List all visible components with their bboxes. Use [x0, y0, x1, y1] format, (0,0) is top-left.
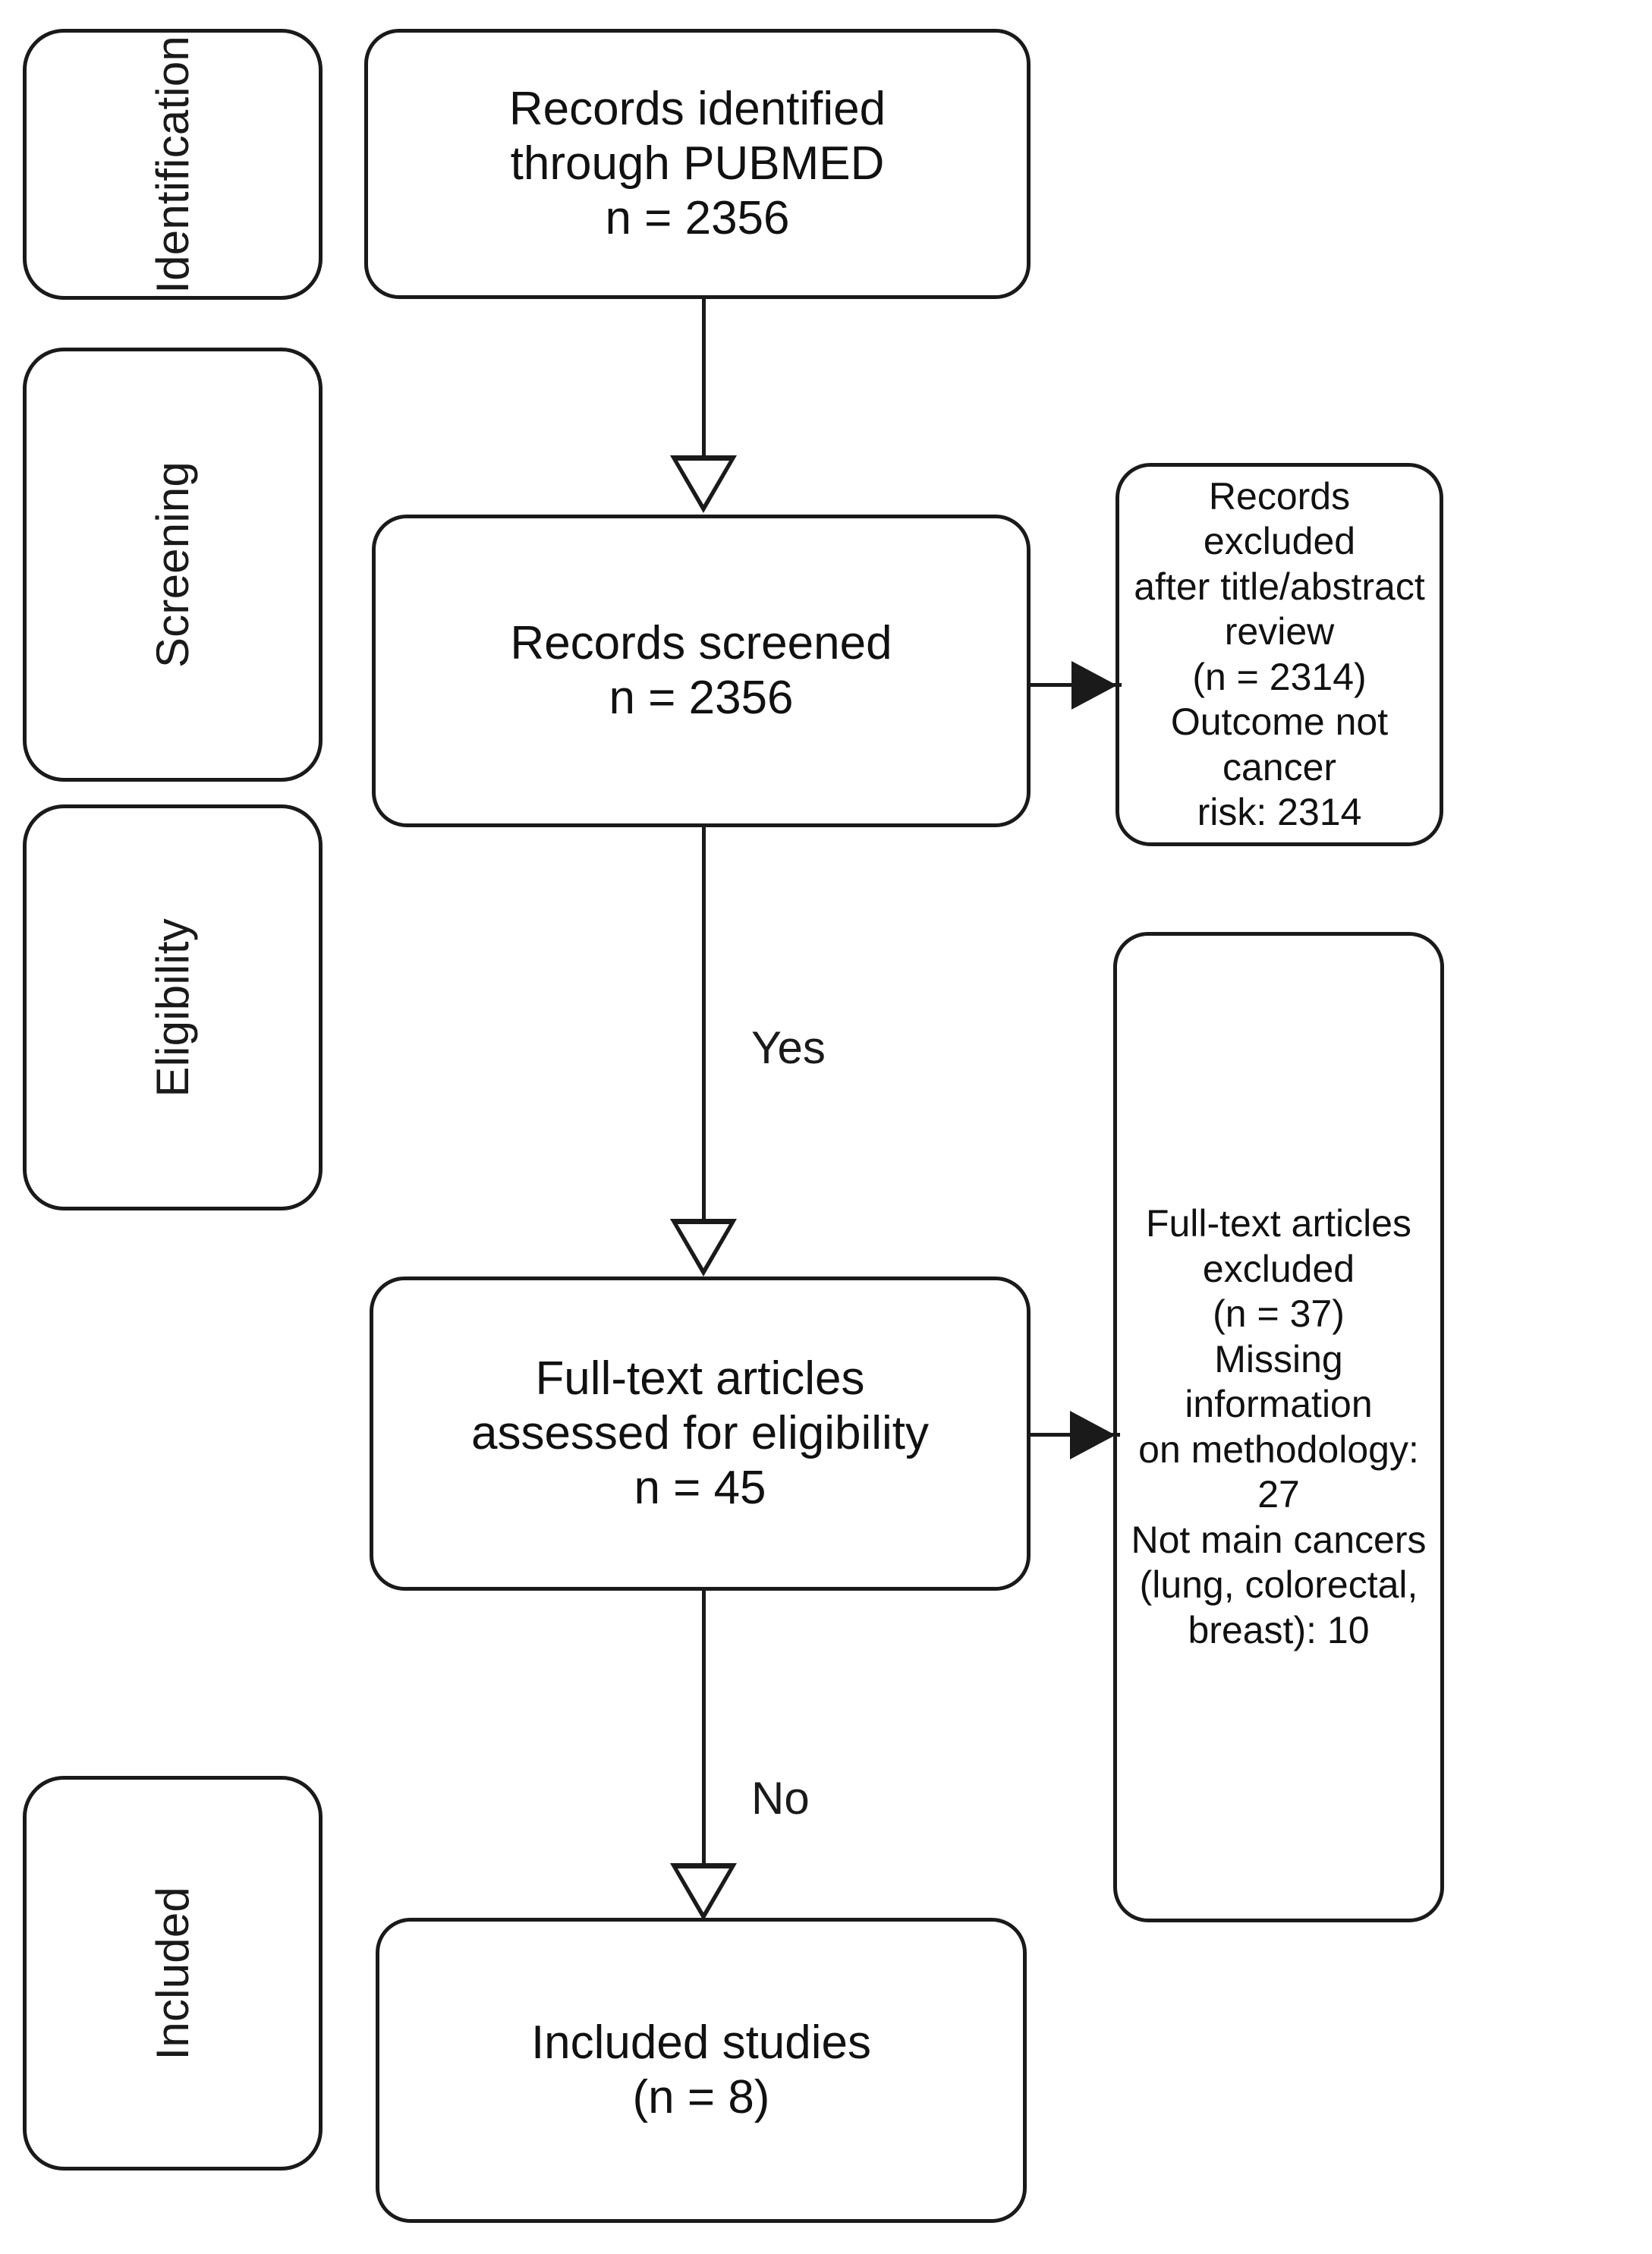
exclusion-box-records-excluded-text: Records excluded after title/abstract re… [1134, 474, 1425, 834]
flow-box-records-screened: Records screened n = 2356 [372, 515, 1031, 827]
exclusion-box-full-text-excluded-text: Full-text articles excluded (n = 37) Mis… [1131, 1202, 1427, 1651]
flow-box-included-studies-text: Included studies (n = 8) [530, 2016, 872, 2123]
arrowhead-full-text-to-excluded [1070, 1411, 1115, 1459]
stage-box-screening: Screening [23, 348, 323, 782]
flow-box-included-studies: Included studies (n = 8) [376, 1918, 1027, 2223]
connector-screened-to-full-text [702, 827, 706, 1222]
flow-box-full-text-assessed-text: Full-text articles assessed for eligibil… [470, 1352, 930, 1514]
connector-full-text-to-included [702, 1591, 706, 1868]
flow-box-records-identified-text: Records identified through PUBMED n = 23… [508, 83, 886, 244]
edge-label-yes: Yes [751, 1022, 826, 1073]
flow-box-full-text-assessed: Full-text articles assessed for eligibil… [370, 1277, 1031, 1591]
exclusion-box-records-excluded: Records excluded after title/abstract re… [1115, 463, 1443, 846]
stage-label-identification: Identification [147, 35, 198, 294]
stage-box-eligibility: Eligibility [23, 804, 323, 1210]
flow-box-records-identified: Records identified through PUBMED n = 23… [364, 29, 1031, 299]
arrowhead-screened-to-records-excluded [1071, 661, 1117, 710]
stage-box-identification: Identification [23, 29, 323, 300]
stage-label-included: Included [147, 1886, 198, 2060]
stage-box-included: Included [23, 1776, 323, 2171]
connector-identified-to-screened [702, 299, 706, 458]
edge-label-no: No [751, 1773, 810, 1824]
exclusion-box-full-text-excluded: Full-text articles excluded (n = 37) Mis… [1113, 932, 1444, 1922]
flow-box-records-screened-text: Records screened n = 2356 [510, 617, 892, 724]
stage-label-screening: Screening [147, 461, 198, 668]
stage-label-eligibility: Eligibility [147, 918, 198, 1097]
